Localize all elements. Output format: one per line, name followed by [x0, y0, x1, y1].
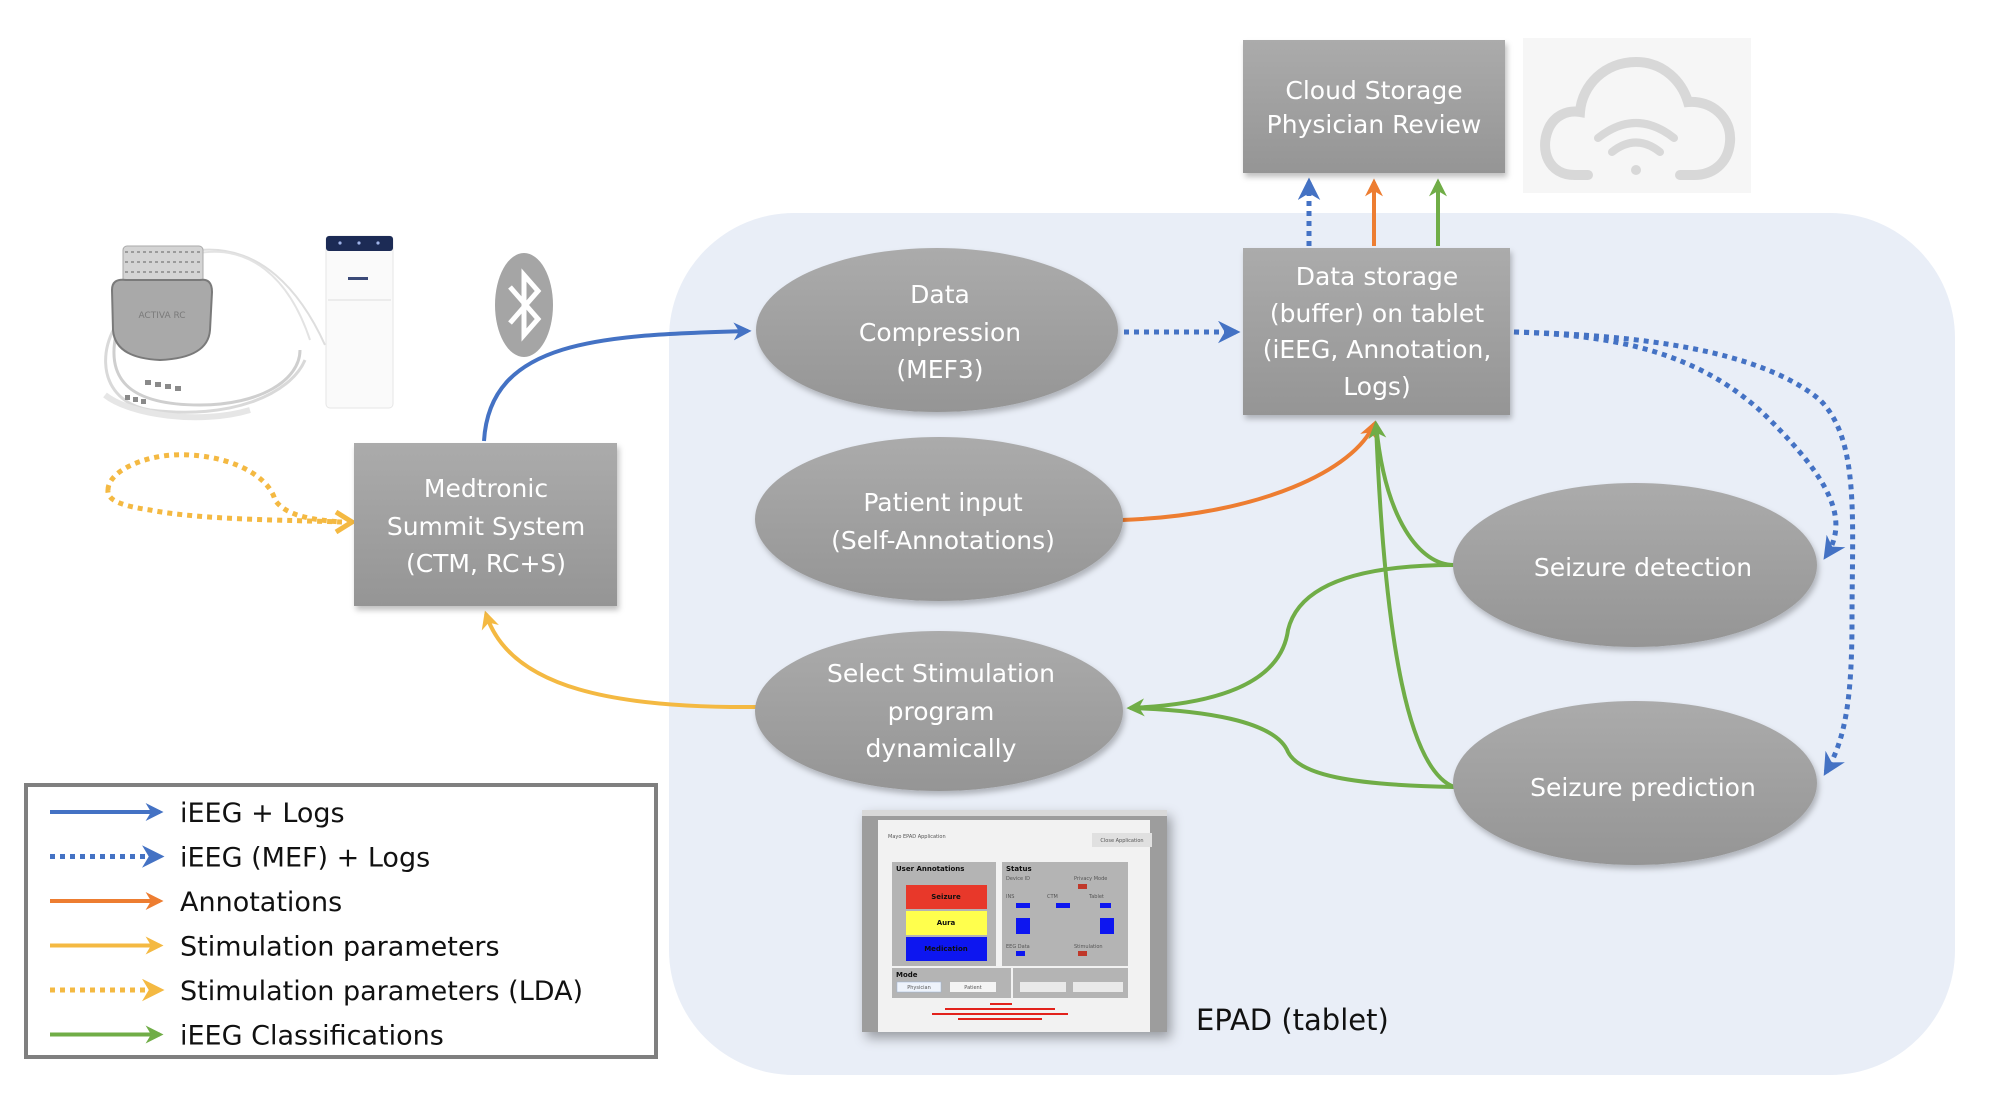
compression-line-2: Compression	[859, 318, 1021, 347]
legend-item: iEEG Classifications	[50, 1021, 444, 1052]
storage-line-1: Data storage	[1296, 262, 1459, 291]
svg-text:Physician Review: Physician Review	[1267, 110, 1482, 139]
legend-item: iEEG (MEF) + Logs	[50, 843, 430, 874]
storage-line-2: (buffer) on tablet	[1270, 299, 1484, 328]
svg-text:dynamically: dynamically	[866, 734, 1017, 763]
tablet-status-eeg: EEG Data	[1006, 944, 1030, 950]
edge-prediction-to-storage	[1374, 423, 1455, 789]
edge-storage-to-prediction	[1513, 329, 1856, 776]
neurostimulator-image: ACTIVA RC	[103, 245, 326, 421]
bluetooth-icon	[495, 253, 553, 357]
cloud-line-1: Cloud Storage	[1285, 76, 1462, 105]
legend-label: iEEG (MEF) + Logs	[180, 843, 430, 874]
legend-label: Annotations	[180, 887, 342, 918]
edge-storage-to-detection	[1513, 329, 1846, 560]
medtronic-line-2: Summit System	[387, 512, 585, 541]
prediction-label: Seizure prediction	[1530, 773, 1756, 802]
storage-line-4: Logs)	[1343, 372, 1410, 401]
cloud-wifi-icon	[1523, 38, 1751, 193]
svg-text:Data: Data	[910, 280, 970, 309]
tablet-annotations-title: User Annotations	[896, 865, 964, 873]
tablet-status-device-id: Device ID	[1006, 876, 1030, 882]
storage-line-3: (iEEG, Annotation,	[1263, 335, 1492, 364]
svg-text:program: program	[888, 697, 995, 726]
tablet-close-button: Close Application	[1100, 838, 1143, 844]
node-seizure-detection[interactable]: Seizure detection	[1453, 483, 1817, 647]
medtronic-line-3: (CTM, RC+S)	[406, 549, 566, 578]
legend-label: iEEG Classifications	[180, 1021, 444, 1052]
device-brand-label: ACTIVA RC	[138, 311, 185, 321]
legend-label: iEEG + Logs	[180, 798, 345, 829]
tablet-status-ins: INS	[1006, 894, 1014, 900]
stim-line-2: program	[888, 697, 995, 726]
tablet-screenshot: Mayo EPAD Application Close Application …	[862, 810, 1167, 1032]
svg-text:Patient input: Patient input	[863, 488, 1022, 517]
legend-label: Stimulation parameters	[180, 932, 500, 963]
legend-item: Stimulation parameters	[50, 932, 500, 963]
stim-line-3: dynamically	[866, 734, 1017, 763]
tablet-medication-button: Medication	[924, 945, 968, 953]
svg-text:(Self-Annotations): (Self-Annotations)	[831, 526, 1055, 555]
tablet-status-stimulation: Stimulation	[1074, 944, 1103, 950]
legend-item: Stimulation parameters (LDA)	[50, 976, 583, 1007]
medtronic-line-1: Medtronic	[424, 474, 548, 503]
svg-text:Logs): Logs)	[1343, 372, 1410, 401]
node-data-storage[interactable]: Data storage (buffer) on tablet (iEEG, A…	[1243, 248, 1510, 415]
edges	[105, 177, 1856, 789]
legend: iEEG + Logs iEEG (MEF) + LogsAnnotationsS…	[24, 783, 658, 1059]
svg-text:Compression: Compression	[859, 318, 1021, 347]
svg-text:(buffer) on tablet: (buffer) on tablet	[1270, 299, 1484, 328]
edge-detection-to-storage	[1368, 420, 1455, 567]
legend-label: Stimulation parameters (LDA)	[180, 976, 583, 1007]
compression-line-3: (MEF3)	[896, 355, 983, 384]
legend-item: iEEG + Logs	[50, 798, 345, 829]
patient-line-2: (Self-Annotations)	[831, 526, 1055, 555]
tablet-status-ctm: CTM	[1047, 894, 1058, 900]
node-patient-input[interactable]: Patient input (Self-Annotations)	[755, 437, 1123, 601]
svg-text:Summit System: Summit System	[387, 512, 585, 541]
node-select-stimulation[interactable]: Select Stimulation program dynamically	[755, 631, 1123, 791]
svg-text:Select Stimulation: Select Stimulation	[827, 659, 1055, 688]
svg-text:(iEEG, Annotation,: (iEEG, Annotation,	[1263, 335, 1492, 364]
tablet-status-privacy: Privacy Mode	[1074, 876, 1107, 882]
tablet-seizure-button: Seizure	[931, 893, 961, 901]
node-medtronic-summit[interactable]: Medtronic Summit System (CTM, RC+S)	[354, 443, 617, 606]
patient-line-1: Patient input	[863, 488, 1022, 517]
lda-arrowhead	[334, 509, 357, 535]
tablet-app-title: Mayo EPAD Application	[888, 834, 946, 840]
tablet-patient-button: Patient	[964, 985, 981, 991]
edge-medtronic-to-compression	[482, 322, 752, 442]
compression-line-1: Data	[910, 280, 970, 309]
node-cloud-storage[interactable]: Cloud Storage Physician Review	[1243, 40, 1505, 173]
epad-region-label: EPAD (tablet)	[1196, 1003, 1389, 1037]
node-seizure-prediction[interactable]: Seizure prediction	[1453, 701, 1817, 865]
svg-text:Medtronic: Medtronic	[424, 474, 548, 503]
node-data-compression[interactable]: Data Compression (MEF3)	[756, 248, 1118, 412]
cloud-line-2: Physician Review	[1267, 110, 1482, 139]
edge-lda-loop	[105, 452, 343, 525]
legend-item: Annotations	[50, 887, 342, 918]
svg-text:Cloud Storage: Cloud Storage	[1285, 76, 1462, 105]
tablet-mode-title: Mode	[896, 971, 918, 979]
edge-prediction-to-stim	[1129, 706, 1455, 789]
tablet-status-title: Status	[1006, 865, 1032, 873]
svg-text:Seizure prediction: Seizure prediction	[1530, 773, 1756, 802]
svg-text:Data storage: Data storage	[1296, 262, 1459, 291]
tablet-physician-button: Physician	[907, 985, 931, 991]
svg-text:(CTM, RC+S): (CTM, RC+S)	[406, 549, 566, 578]
ctm-device-image	[325, 235, 394, 409]
tablet-aura-button: Aura	[937, 919, 956, 927]
stim-line-1: Select Stimulation	[827, 659, 1055, 688]
edge-detection-to-stim	[1126, 563, 1455, 717]
edge-patient-to-storage	[1121, 420, 1377, 522]
detection-label: Seizure detection	[1534, 553, 1752, 582]
edge-stim-to-medtronic	[481, 610, 757, 710]
svg-text:Seizure detection: Seizure detection	[1534, 553, 1752, 582]
tablet-status-tablet: Tablet	[1088, 894, 1104, 900]
svg-text:(MEF3): (MEF3)	[896, 355, 983, 384]
